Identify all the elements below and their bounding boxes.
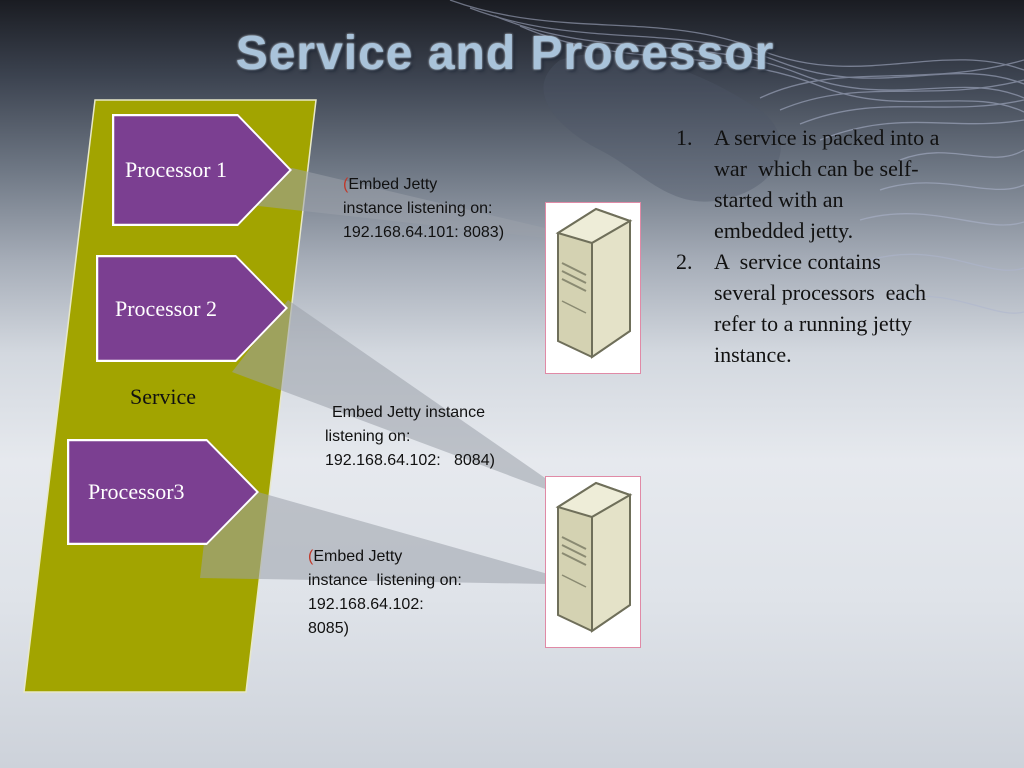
endpoint-label-3: (Embed Jetty instance listening on: 192.… <box>308 545 462 641</box>
endpoint-label-1: (Embed Jetty instance listening on: 192.… <box>343 173 504 245</box>
endpoint-3-line-2: instance listening on: <box>308 572 462 589</box>
processor-3-label: Processor3 <box>88 479 185 504</box>
note-2-line-4: instance. <box>714 342 792 367</box>
note-2-line-2: several processors each <box>714 280 926 305</box>
service-label: Service <box>130 384 196 409</box>
connector-beam-2 <box>232 300 548 490</box>
note-1-line-4: embedded jetty. <box>714 218 854 243</box>
note-2-number: 2. <box>676 249 693 274</box>
server-tower-icon <box>555 481 633 633</box>
note-item-1: 1. A service is packed into a war which … <box>676 122 1006 246</box>
note-1-line-2: war which can be self- <box>714 156 919 181</box>
endpoint-1-line-3: 192.168.64.101: 8083) <box>343 224 505 241</box>
processor-1-label: Processor 1 <box>125 157 228 182</box>
notes-list: 1. A service is packed into a war which … <box>676 122 1006 370</box>
endpoint-3-line-1: Embed Jetty <box>313 548 403 565</box>
endpoint-3-paren: ( <box>308 548 314 565</box>
endpoint-label-2: Embed Jetty instance listening on: 192.1… <box>325 401 495 473</box>
endpoint-1-paren: ( <box>343 176 349 193</box>
server-1 <box>545 202 641 374</box>
connector-beam-3 <box>200 490 548 584</box>
endpoint-2-line-3: 192.168.64.102: 8084) <box>325 452 495 469</box>
endpoint-2-line-1: Embed Jetty instance <box>332 404 485 421</box>
note-item-2: 2. A service contains several processors… <box>676 246 1006 370</box>
endpoint-3-line-3: 192.168.64.102: <box>308 596 424 613</box>
note-1-line-1: A service is packed into a <box>714 125 940 150</box>
note-1-number: 1. <box>676 125 693 150</box>
connector-beam-1 <box>250 168 545 238</box>
slide-title: Service and Processor <box>235 27 775 80</box>
server-2 <box>545 476 641 648</box>
endpoint-2-line-2: listening on: <box>325 428 411 445</box>
note-1-line-3: started with an <box>714 187 844 212</box>
server-tower-icon <box>555 207 633 359</box>
note-2-line-3: refer to a running jetty <box>714 311 912 336</box>
note-2-line-1: A service contains <box>714 249 881 274</box>
endpoint-3-line-4: 8085) <box>308 620 349 637</box>
endpoint-1-line-1: Embed Jetty <box>348 176 438 193</box>
endpoint-1-line-2: instance listening on: <box>343 200 493 217</box>
processor-2-label: Processor 2 <box>115 295 218 321</box>
